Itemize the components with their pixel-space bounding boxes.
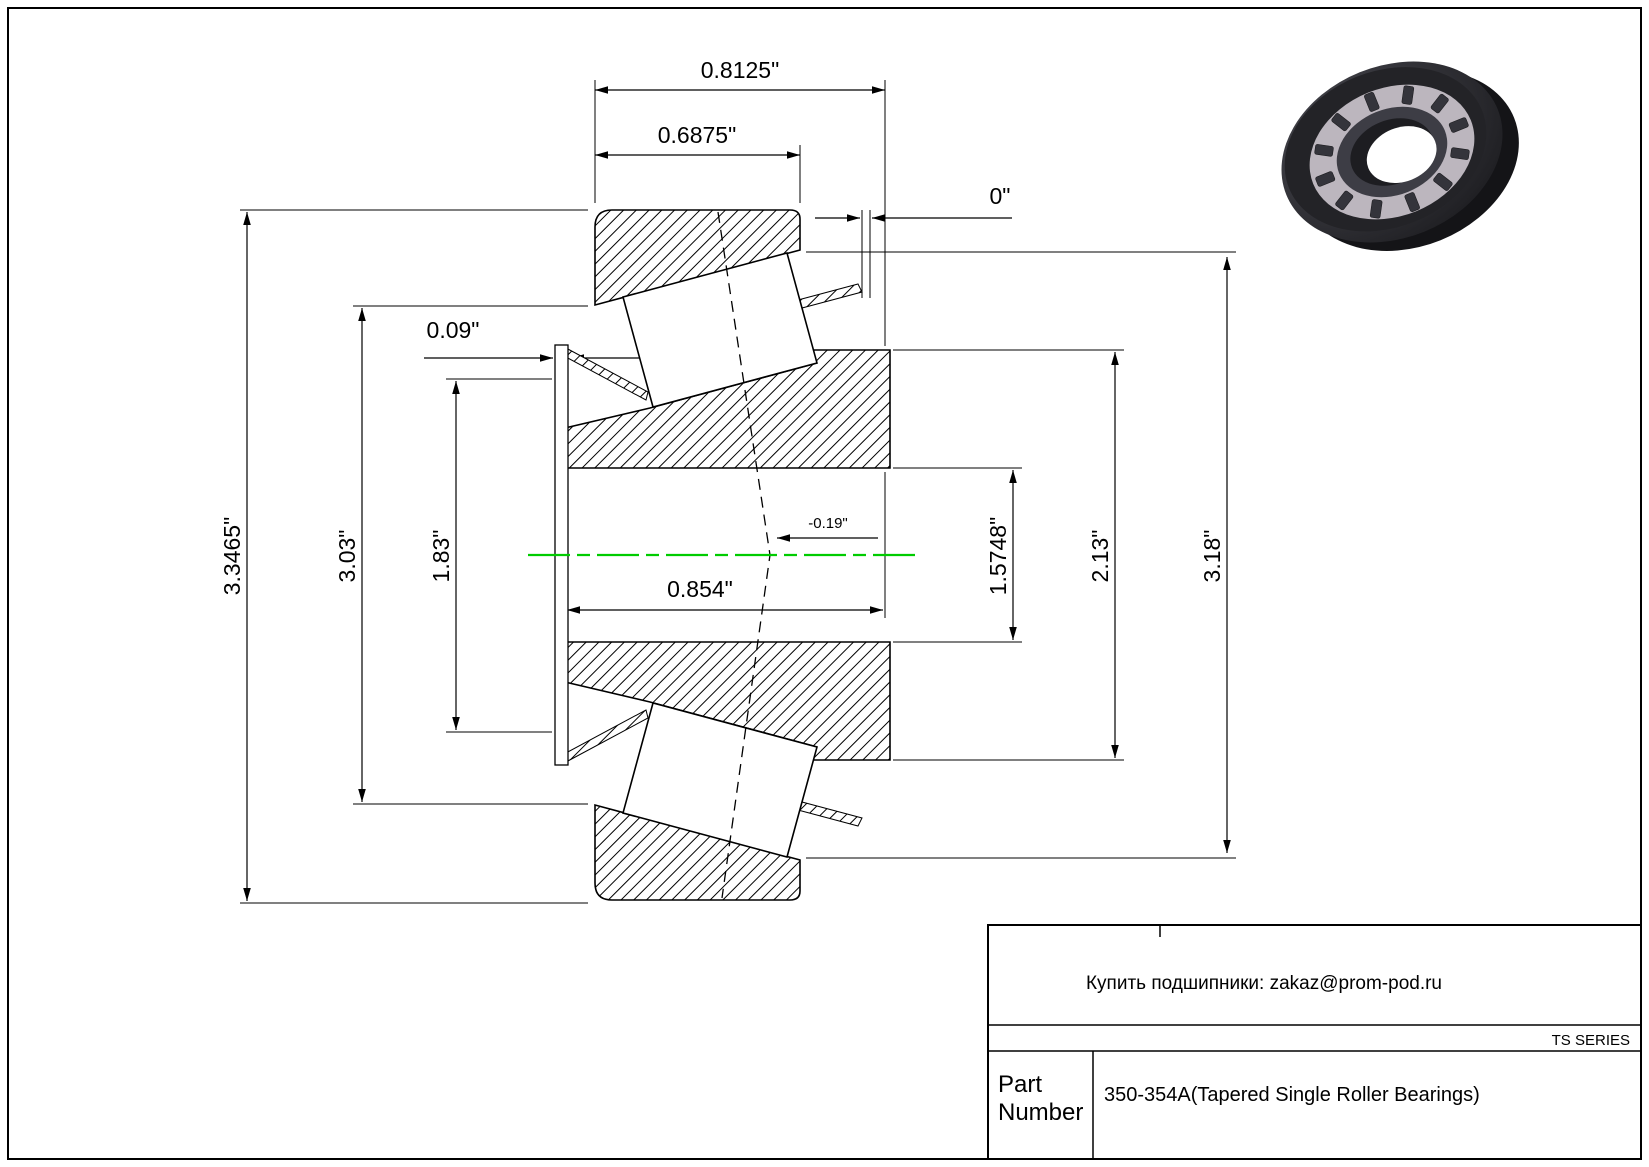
supplier-contact: Купить подшипники: zakaz@prom-pod.ru (1086, 973, 1442, 994)
cage-strip-bottom-right (797, 801, 863, 827)
extension-lines (240, 80, 1236, 904)
dim-front-lip-label: 0.09" (427, 317, 480, 343)
dimension-lines (243, 86, 1231, 901)
cage-strip-bottom-left (563, 709, 649, 763)
tapered-roller-bottom (622, 702, 818, 858)
dim-standout-label: 0" (990, 183, 1011, 209)
title-block: Купить подшипники: zakaz@prom-pod.ru TS … (987, 924, 1642, 1160)
outer-ring-bottom-section (594, 803, 801, 901)
outer-ring-top-section (594, 209, 801, 307)
part-number-label-line1: Part (998, 1071, 1042, 1098)
part-number-value: 350-354A(Tapered Single Roller Bearings) (1104, 1084, 1480, 1106)
dimension-labels: 0.8125" 0.6875" 0" 0.09" 3.3465" 3.03" 1… (219, 57, 1225, 602)
tapered-roller-top (622, 252, 818, 408)
dim-cone-width-label: 0.854" (667, 576, 733, 602)
bearing-rollers (1314, 85, 1470, 219)
cage-strip-top-left (563, 347, 649, 401)
bearing-3d-render (1281, 61, 1519, 251)
dim-outer-diameter-label: 3.3465" (219, 517, 245, 596)
dim-bore-diameter-label: 1.5748" (985, 517, 1011, 596)
dim-effective-center-label: -0.19" (808, 515, 848, 532)
dim-cup-inner-diameter-label: 3.03" (334, 530, 360, 583)
dim-cup-flange-width-label: 0.8125" (701, 57, 780, 83)
series-label: TS SERIES (1552, 1032, 1630, 1049)
sheet-border (7, 7, 1642, 1160)
title-block-border (987, 924, 1642, 1160)
bearing-cross-section (554, 209, 891, 901)
bearing-bore-hole (1366, 126, 1437, 184)
dim-rib-diameter-label: 2.13" (1087, 530, 1113, 583)
dim-cage-diameter-label: 1.83" (428, 530, 454, 583)
cage-strip-top-right (797, 283, 863, 309)
dim-flange-diameter-label: 3.18" (1199, 530, 1225, 583)
part-number-label-line2: Number (998, 1099, 1083, 1126)
dim-cup-width-label: 0.6875" (658, 122, 737, 148)
